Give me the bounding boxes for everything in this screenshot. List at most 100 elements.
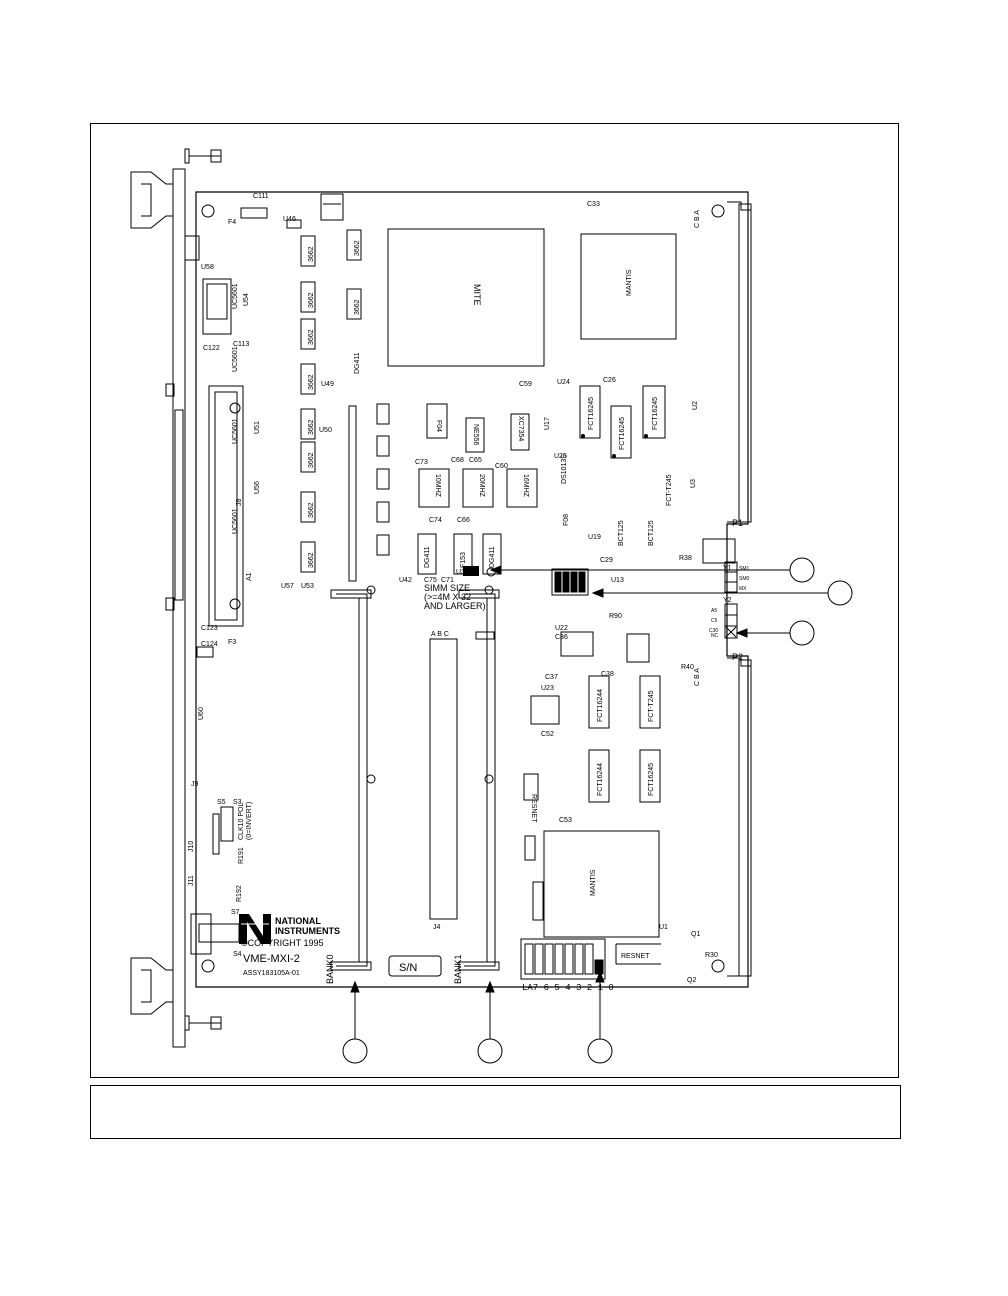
u49-label: U49 <box>321 381 334 388</box>
callout-3 <box>789 620 815 646</box>
c71-label: C71 <box>441 577 454 584</box>
svg-text:3662: 3662 <box>308 452 315 468</box>
svg-text:3662: 3662 <box>308 374 315 390</box>
logo-line1: NATIONAL <box>275 916 321 926</box>
bank1-label: BANK1 <box>453 954 463 984</box>
fct2-label: FCT16245 <box>619 417 626 450</box>
fct1-label: FCT16245 <box>588 397 595 430</box>
svg-text:UC5601: UC5601 <box>232 508 239 534</box>
u19-label: U19 <box>588 534 601 541</box>
c53-label: C53 <box>559 817 572 824</box>
svg-text:UC5601: UC5601 <box>232 346 239 372</box>
p2-connector <box>727 657 752 977</box>
a5-label: A5 <box>711 608 717 614</box>
svg-text:UC5601: UC5601 <box>232 418 239 444</box>
pcb-outline <box>195 191 749 988</box>
dg3-label: DG411 <box>489 546 496 568</box>
clk-pol2-label: (0=INVERT) <box>246 802 253 840</box>
c74-label: C74 <box>429 517 442 524</box>
j4-connector <box>429 638 458 920</box>
r30-label: R30 <box>705 952 718 959</box>
driver-3662-column <box>300 229 362 573</box>
c29-label: C29 <box>600 557 613 564</box>
mite-chip <box>387 228 545 367</box>
p1-label: P1 <box>732 518 743 528</box>
mx-label: MX <box>739 586 747 592</box>
svg-text:3662: 3662 <box>354 240 361 256</box>
s3-label: S3 <box>233 799 242 806</box>
s4-label: S4 <box>233 951 242 958</box>
j8-label: J8 <box>236 499 243 507</box>
resnet-bottom-label: RESNET <box>621 953 650 960</box>
c73-label: C73 <box>415 459 428 466</box>
bct2-label: BCT125 <box>648 520 655 546</box>
serial-box <box>388 955 442 977</box>
c33-label: C33 <box>587 201 600 208</box>
uc5601-labels: UC5601 UC5601 UC5601 UC5601 U51 U56 <box>232 283 261 534</box>
q2-label: Q2 <box>687 977 696 984</box>
resnet-bottom-frame <box>615 943 661 965</box>
mid-chip-area <box>426 403 530 453</box>
abc-label: A B C <box>431 631 449 638</box>
la-labels: LA7 6 5 4 3 2 1 0 <box>522 983 614 993</box>
svg-text:3662: 3662 <box>308 329 315 345</box>
c30-label: C30 <box>709 628 718 634</box>
svg-text:3662: 3662 <box>354 299 361 315</box>
f4-label: F4 <box>228 219 236 226</box>
simm-size-line2: (>=4M X 32 <box>424 592 471 602</box>
copyright-label: ©COPYRIGHT 1995 <box>241 938 324 948</box>
top-left-parts <box>240 193 344 229</box>
p2-label: P2 <box>732 652 743 662</box>
front-panel <box>130 148 222 1048</box>
mite-label: MITE <box>472 284 482 306</box>
simm-socket-bank0 <box>330 589 372 971</box>
fct16245-row <box>579 385 666 459</box>
svg-text:3662: 3662 <box>308 552 315 568</box>
sm-jumper-block <box>724 561 738 593</box>
callout-5 <box>477 1038 503 1064</box>
c104-u50-label: U50 <box>319 427 332 434</box>
c37-label: C37 <box>545 674 558 681</box>
mantis-top-chip <box>580 233 677 340</box>
u60-label: U60 <box>198 707 205 720</box>
svg-text:3662: 3662 <box>308 292 315 308</box>
fct5-label: FCT16244 <box>597 763 604 796</box>
c59-label: C59 <box>519 381 532 388</box>
resnet-top-part <box>523 773 539 801</box>
simm-size-line3: AND LARGER) <box>424 601 486 611</box>
c122-label: C122 <box>203 345 220 352</box>
j8-connector <box>208 385 244 627</box>
f153-label: F153 <box>460 552 467 568</box>
dg411-top-label: DG411 <box>354 352 361 374</box>
svg-text:3662: 3662 <box>308 246 315 262</box>
mantis-bottom-chip <box>543 830 660 938</box>
u23-label: U23 <box>541 685 554 692</box>
u53-label: U53 <box>301 583 314 590</box>
callout-1 <box>789 557 815 583</box>
u3-label: U3 <box>690 479 697 488</box>
c60-label: C60 <box>495 463 508 470</box>
c111-label: C111 <box>253 193 269 200</box>
fct4-label: FCT16244 <box>597 689 604 722</box>
u24-label: U24 <box>557 379 570 386</box>
caption-box <box>90 1085 901 1139</box>
svg-text:UC5601: UC5601 <box>232 283 239 309</box>
fct3-label: FCT16245 <box>652 397 659 430</box>
c123-label: C123 <box>201 625 218 632</box>
c26-label: C26 <box>603 377 616 384</box>
u17-label: U17 <box>544 417 551 430</box>
fct7-label: FCT-T245 <box>666 474 673 506</box>
simm-size-jumper <box>463 566 479 576</box>
left-lower-parts <box>190 646 240 955</box>
u25-label: U25 <box>554 453 567 460</box>
j4-label: J4 <box>433 924 441 931</box>
xc-label: XC7354 <box>517 416 524 441</box>
sip-strip <box>348 405 357 582</box>
svg-text:U56: U56 <box>254 481 261 494</box>
sm0-label: SM0 <box>739 576 750 582</box>
callout-4 <box>342 1038 368 1064</box>
p1-connector <box>727 201 752 523</box>
r40-label: R40 <box>681 664 694 671</box>
dip-switch-la <box>520 938 606 980</box>
resnet-top-label: RESNET <box>530 794 537 823</box>
